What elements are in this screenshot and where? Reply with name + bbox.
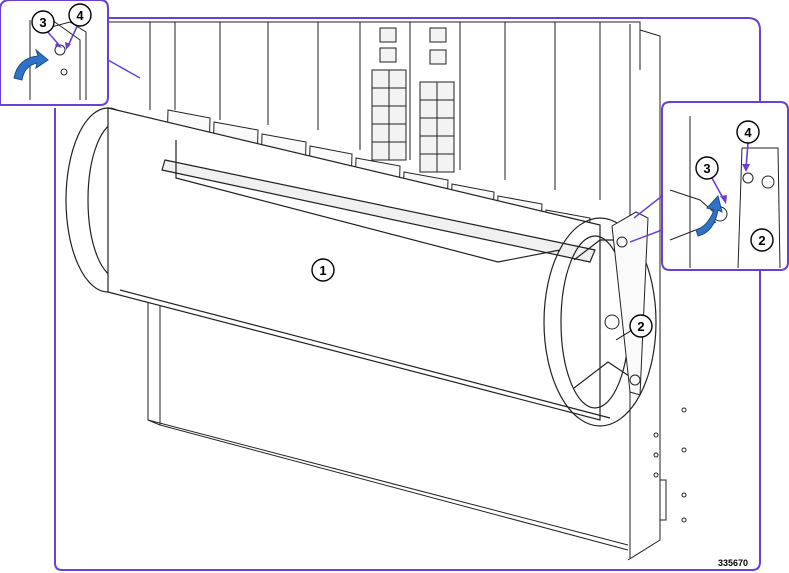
callout-inset-left-4: 4 — [68, 3, 92, 27]
port-block-left — [371, 27, 407, 161]
svg-text:3: 3 — [703, 161, 710, 176]
port-block-right — [419, 27, 455, 173]
curved-arrow-icon — [13, 48, 49, 81]
callout-1: 1 — [311, 258, 335, 282]
svg-text:2: 2 — [637, 319, 644, 334]
thumbscrew-icon — [761, 175, 775, 189]
figure-id: 335670 — [718, 558, 748, 568]
callout-2: 2 — [615, 314, 653, 341]
callout-inset-right-3: 3 — [695, 156, 719, 180]
inset-left: 3 4 — [0, 0, 141, 106]
svg-text:4: 4 — [76, 8, 84, 23]
svg-text:4: 4 — [744, 125, 752, 140]
curved-arrow-icon — [695, 194, 723, 237]
svg-text:1: 1 — [319, 263, 326, 278]
chassis — [108, 21, 687, 561]
bracket-icon — [604, 211, 649, 396]
svg-text:2: 2 — [758, 233, 765, 248]
inset-right: 3 4 2 — [629, 101, 789, 271]
svg-text:3: 3 — [39, 15, 46, 30]
callout-inset-left-3: 3 — [31, 10, 55, 34]
thumbscrew-icon — [616, 236, 628, 248]
cable-tray — [65, 107, 657, 427]
callout-inset-right-4: 4 — [736, 120, 760, 144]
callout-inset-right-2: 2 — [750, 228, 774, 252]
outer-frame — [54, 17, 761, 571]
